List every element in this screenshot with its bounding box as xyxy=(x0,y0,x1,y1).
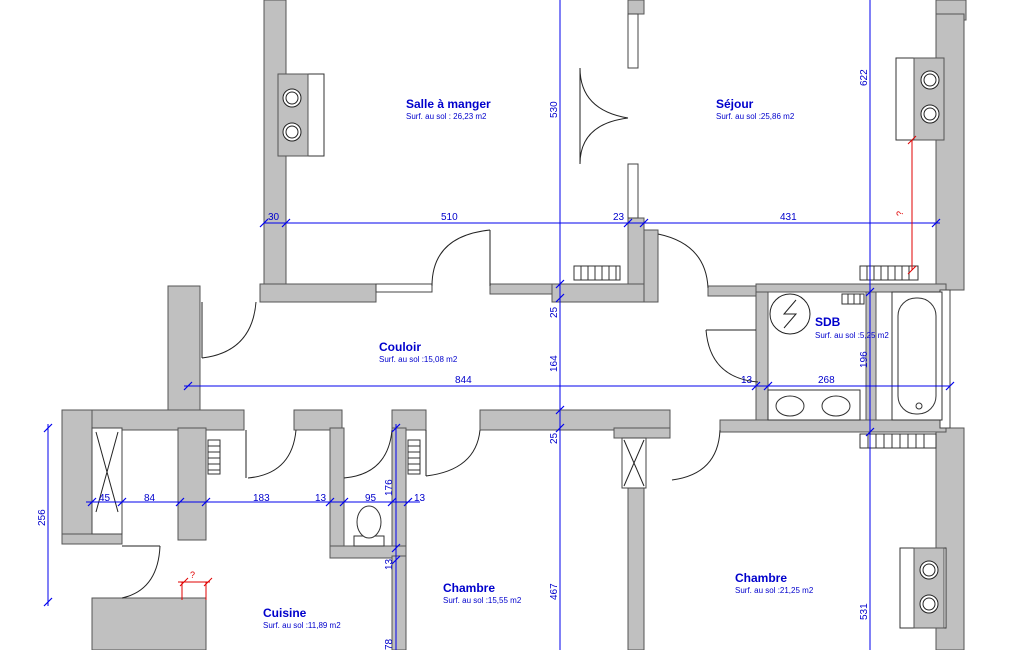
dimension-lines xyxy=(43,0,955,650)
room-name-cuisine: Cuisine xyxy=(263,606,307,620)
window-center-low xyxy=(627,163,639,219)
dim-label: 84 xyxy=(144,493,156,504)
windows xyxy=(91,13,951,535)
radiator-icon xyxy=(859,433,937,449)
dim-label: 13 xyxy=(384,558,395,570)
room-area-salle: Surf. au sol : 26,23 m2 xyxy=(406,112,487,121)
window-kitchen xyxy=(91,427,123,535)
dim-label: 510 xyxy=(441,212,458,223)
dim-label: 268 xyxy=(818,375,835,386)
dim-label: 13 xyxy=(315,493,327,504)
toilet-icon xyxy=(356,505,382,539)
door-chambre1 xyxy=(425,429,481,477)
wall-wc-left xyxy=(329,427,345,557)
stove-dining-body xyxy=(277,73,309,157)
cupboard-cross-2 xyxy=(623,439,645,487)
door-dining-2 xyxy=(579,117,629,165)
wall-kitchen-left xyxy=(61,409,93,545)
room-name-couloir: Couloir xyxy=(379,340,421,354)
dim-label: 622 xyxy=(859,69,870,86)
fixtures xyxy=(207,57,947,629)
wall-right-exterior xyxy=(935,13,965,291)
dim-label: 844 xyxy=(455,375,472,386)
room-name-salle: Salle à manger xyxy=(406,97,491,111)
room-area-sdb: Surf. au sol :5,25 m2 xyxy=(815,331,889,340)
room-name-chambre2: Chambre xyxy=(735,571,787,585)
window-top-center xyxy=(627,13,639,69)
wall-kitchen-bottom xyxy=(91,597,207,650)
dim-label: 256 xyxy=(37,509,48,526)
room-name-sdb: SDB xyxy=(815,315,841,329)
stove-sejour-body xyxy=(913,57,945,141)
room-name-sejour: Séjour xyxy=(716,97,754,111)
door-bath xyxy=(705,329,759,383)
dim-label: 196 xyxy=(859,351,870,368)
wall-dining-corridor-2 xyxy=(489,283,555,295)
dim-label: 95 xyxy=(365,493,377,504)
dim-label: 164 xyxy=(549,355,560,372)
dim-label: 13 xyxy=(414,493,426,504)
room-area-sejour: Surf. au sol :25,86 m2 xyxy=(716,112,795,121)
dim-label: 45 xyxy=(99,493,111,504)
wall-corridor-bottom-2 xyxy=(293,409,343,431)
wall-chambre-sep-top xyxy=(613,427,671,439)
radiator-icon xyxy=(859,265,919,281)
radiator-icon xyxy=(207,439,221,475)
dim-label: 467 xyxy=(549,583,560,600)
dim-label: 25 xyxy=(549,306,560,318)
dim-label: 183 xyxy=(253,493,270,504)
room-area-cuisine: Surf. au sol :11,89 m2 xyxy=(263,621,341,630)
dim-label: 531 xyxy=(859,603,870,620)
door-kitchen-inner xyxy=(121,545,161,599)
dim-label: 431 xyxy=(780,212,797,223)
wall-kitchen-step xyxy=(61,533,123,545)
door-kitchen xyxy=(247,429,297,479)
dim-label: 78 xyxy=(384,638,395,650)
wall-dining-corridor xyxy=(259,283,377,303)
dim-label: 25 xyxy=(549,432,560,444)
dim-label: 13 xyxy=(741,375,753,386)
room-name-chambre1: Chambre xyxy=(443,581,495,595)
radiator-icon xyxy=(573,265,621,281)
room-labels: Salle à manger Surf. au sol : 26,23 m2 S… xyxy=(263,97,889,630)
wall-center-base xyxy=(551,283,659,303)
wall-center-top xyxy=(627,0,645,15)
stove-chambre-body xyxy=(913,547,945,629)
doors xyxy=(121,67,759,599)
wall-kitchen-right xyxy=(177,427,207,541)
door-dining-corridor xyxy=(431,229,491,287)
window-kitchen-cross-2 xyxy=(95,431,119,513)
room-area-chambre2: Surf. au sol :21,25 m2 xyxy=(735,586,814,595)
dim-label: 530 xyxy=(549,101,560,118)
door-chambre2 xyxy=(671,429,721,481)
dim-label: 23 xyxy=(613,212,625,223)
room-area-couloir: Surf. au sol :15,08 m2 xyxy=(379,355,458,364)
dimension-labels: 30 510 23 431 530 622 25 164 196 844 13 … xyxy=(37,69,870,650)
wall-bath-bottom xyxy=(719,419,947,433)
wall-bath-left xyxy=(755,285,769,433)
wall-bath-top xyxy=(755,283,947,293)
unknown-mark: ? xyxy=(190,570,195,580)
wall-corridor-left xyxy=(167,285,201,413)
door-dining-1 xyxy=(579,67,629,119)
wall-corridor-bottom-3 xyxy=(391,409,427,431)
dim-label: 176 xyxy=(384,479,395,496)
wall-corridor-bottom-4 xyxy=(479,409,671,431)
door-entry-left xyxy=(201,301,257,359)
wall-center-side xyxy=(643,229,659,303)
window-corridor-1 xyxy=(375,283,433,293)
radiator-icon xyxy=(407,439,421,475)
door-wc xyxy=(343,429,393,479)
unknown-mark: ? xyxy=(895,211,905,216)
unknown-dimensions: ? ? xyxy=(178,135,917,600)
dim-label: 30 xyxy=(268,212,280,223)
radiator-icon xyxy=(841,293,865,305)
door-sejour xyxy=(657,233,709,289)
room-area-chambre1: Surf. au sol :15,55 m2 xyxy=(443,596,522,605)
